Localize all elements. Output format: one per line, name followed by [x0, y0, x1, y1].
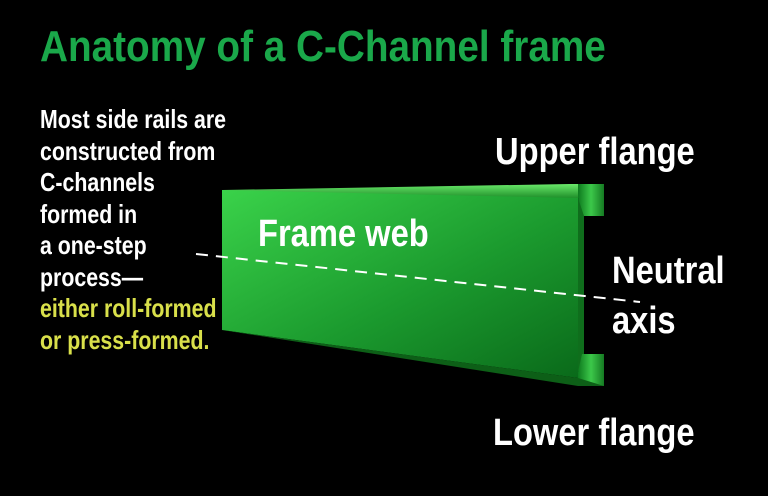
- upper-flange: [222, 184, 604, 198]
- description-line: formed in: [40, 198, 138, 229]
- lower-flange-lip: [578, 354, 604, 386]
- description-text: Most side rails are constructed from C-c…: [40, 104, 226, 356]
- lower-flange-label: Lower flange: [493, 412, 695, 454]
- neutral-axis-line: [195, 253, 641, 303]
- description-line: process—: [40, 261, 144, 292]
- upper-flange-lip: [578, 184, 604, 216]
- neutral-axis-label-line2: axis: [612, 300, 676, 342]
- lower-flange: [222, 330, 604, 386]
- neutral-axis-label: Neutral axis: [612, 246, 725, 346]
- description-line: a one-step: [40, 230, 147, 260]
- neutral-axis-label-line1: Neutral: [612, 250, 725, 292]
- page-title: Anatomy of a C-Channel frame: [40, 22, 606, 71]
- description-highlight-line: either roll-formed: [40, 293, 217, 323]
- upper-flange-label: Upper flange: [495, 131, 695, 173]
- description-highlight-line: or press-formed.: [40, 324, 210, 355]
- description-line: C-channels: [40, 167, 155, 197]
- description-line: constructed from: [40, 135, 216, 166]
- description-line: Most side rails are: [40, 104, 227, 134]
- frame-web-face: [222, 190, 578, 378]
- channel-interior: [582, 216, 604, 356]
- channel-inner-web: [578, 198, 584, 372]
- frame-web-label: Frame web: [258, 213, 429, 255]
